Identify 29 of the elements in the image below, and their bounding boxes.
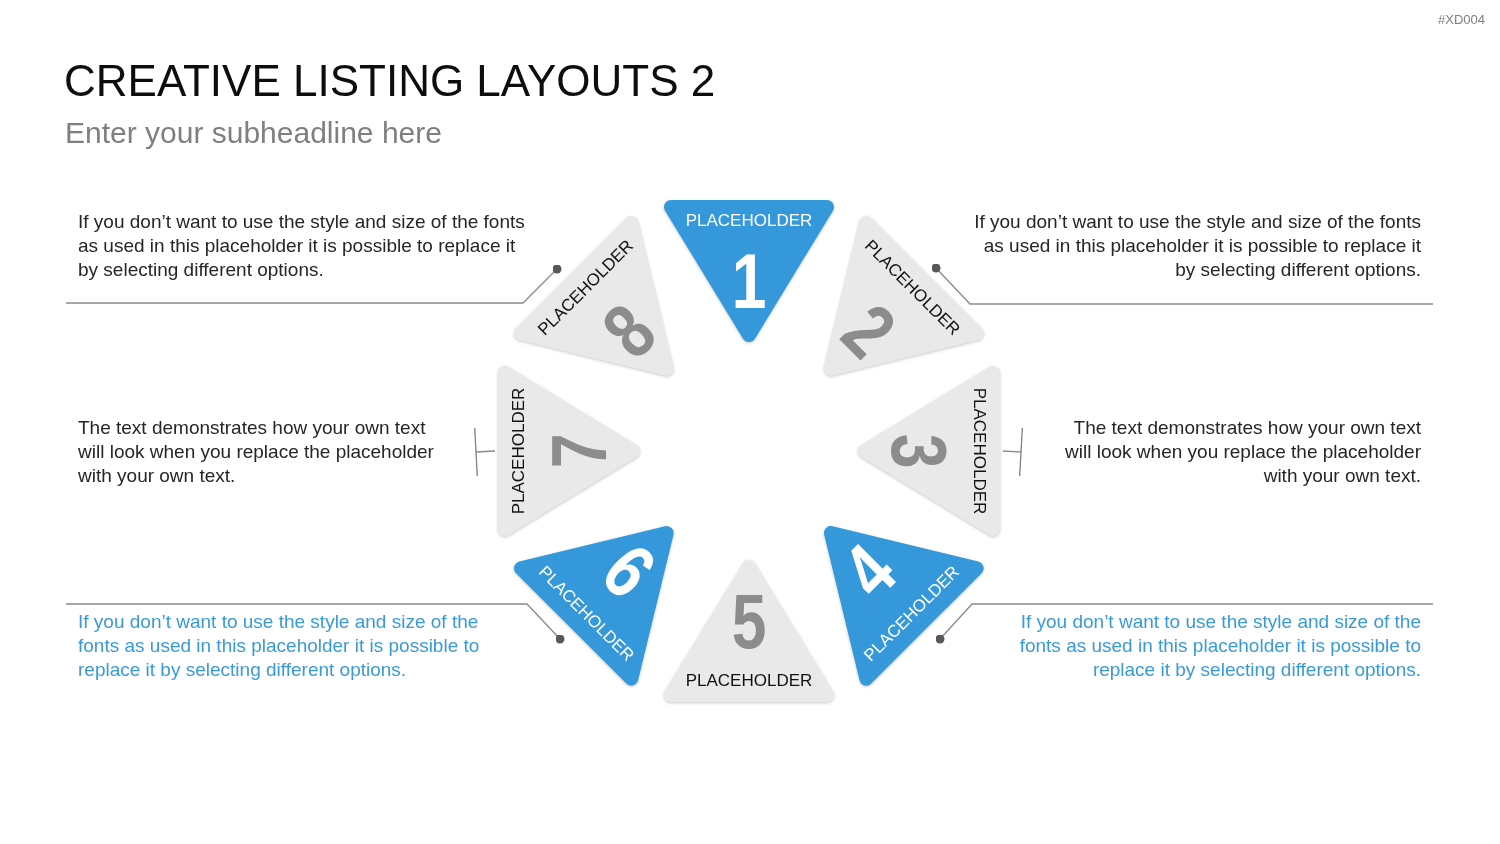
leader-line	[931, 263, 1434, 305]
tile-number: 7	[549, 433, 609, 469]
leader-line	[65, 264, 562, 304]
subtitle: Enter your subheadline here	[65, 115, 442, 151]
leader-line	[1002, 427, 1023, 477]
leader-line	[65, 603, 565, 644]
triangle-tile	[661, 197, 837, 345]
triangle-tile	[661, 557, 837, 705]
leader-line	[935, 603, 1434, 644]
description-text: The text demonstrates how your own text will look when you replace the placeholder with your own text.	[66, 416, 476, 488]
triangle-tile	[511, 523, 677, 689]
tile-label: PLACEHOLDER	[685, 212, 813, 230]
leader-line	[474, 427, 496, 477]
slide-code: #XD004	[1438, 12, 1485, 28]
triangle-tile	[821, 523, 987, 689]
tile-number: 3	[889, 433, 949, 469]
tile-number: 5	[731, 591, 767, 651]
description-text: If you don’t want to use the style and size of the fonts as used in this placeholder it is possible to replace it by selecting different options.	[966, 206, 1433, 304]
triangle-tile	[855, 363, 1003, 539]
description-text: The text demonstrates how your own text will look when you replace the placeholder with your own text.	[1021, 416, 1433, 488]
tile-label: PLACEHOLDER	[685, 672, 813, 690]
tile-label: PLACEHOLDER	[970, 387, 988, 515]
tile-number: 1	[731, 251, 767, 311]
description-text: If you don’t want to use the style and size of the fonts as used in this placeholder it is possible to replace it by selecting different options.	[981, 604, 1433, 684]
tile-label: PLACEHOLDER	[510, 387, 528, 515]
triangle-tile	[495, 363, 643, 539]
description-text: If you don’t want to use the style and size of the fonts as used in this placeholder it is possible to replace it by selecting different options.	[66, 604, 518, 684]
slide-title: CREATIVE LISTING LAYOUTS 2	[64, 55, 716, 107]
description-text: If you don’t want to use the style and size of the fonts as used in this placeholder it is possible to replace it by selecting different options.	[66, 206, 533, 303]
